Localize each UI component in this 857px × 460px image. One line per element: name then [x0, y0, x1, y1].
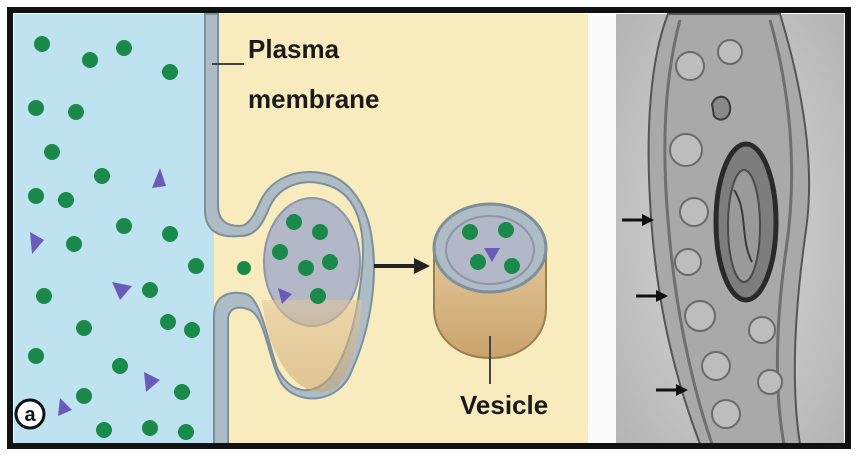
vesicle-label: Vesicle: [460, 390, 548, 420]
panel-letter: a: [24, 404, 36, 426]
plasma-membrane-label-line2: membrane: [248, 84, 380, 114]
vesicle: [434, 204, 546, 358]
plasma-membrane-label-line1: Plasma: [248, 34, 340, 64]
extracellular-region: [14, 14, 214, 444]
panel-letter-badge: a: [16, 400, 44, 428]
